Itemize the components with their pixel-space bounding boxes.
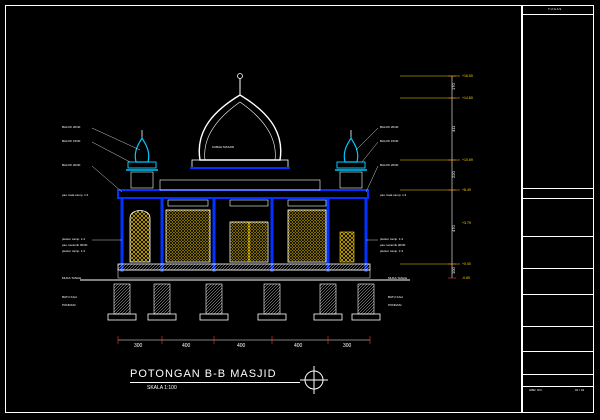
level-4: +8.49	[462, 188, 471, 192]
foundation-label-right-1: BATU KALI	[388, 295, 403, 299]
dim-1: 300	[134, 343, 143, 349]
title-block-footer-left: GBR. NO.	[529, 388, 543, 392]
vdim-4: 470	[451, 225, 456, 232]
left-arched-window	[129, 210, 151, 263]
roof-parapet	[159, 179, 321, 191]
grille-panel-left	[165, 209, 211, 263]
right-label-4: pas. bata camp. 1:4	[380, 193, 407, 197]
right-label-5: plester camp. 1:4	[380, 237, 403, 241]
left-label-7: plester camp. 1:3	[62, 249, 85, 253]
level-5: +3.79	[462, 221, 471, 225]
left-label-2: BALOK 15/30	[62, 139, 81, 143]
drawing-frame	[5, 5, 522, 413]
bottom-dimension	[117, 336, 371, 344]
title-underline	[130, 382, 300, 383]
vdim-3: 220	[451, 171, 456, 178]
left-label-5: plester camp. 1:4	[62, 237, 85, 241]
section-symbol	[300, 366, 328, 394]
level-3: +10.69	[462, 158, 473, 162]
right-label-6: pas. keramik 30/30	[380, 243, 406, 247]
grille-panel-right	[287, 209, 327, 263]
title-block-footer-right: 01 / 01	[575, 388, 585, 392]
level-7: -0.60	[462, 276, 470, 280]
right-label-7: plester camp. 1:3	[380, 249, 403, 253]
dim-4: 400	[294, 343, 303, 349]
drawing-scale: SKALA 1:100	[147, 385, 177, 391]
level-6: +0.00	[462, 262, 471, 266]
dim-3: 400	[237, 343, 246, 349]
dim-5: 300	[343, 343, 352, 349]
side-door	[339, 231, 355, 263]
right-label-3: BALOK 20/30	[380, 163, 399, 167]
dome	[190, 73, 290, 169]
left-minaret	[126, 130, 158, 189]
vdim-5: 100	[451, 267, 456, 274]
level-2: +14.80	[462, 96, 473, 100]
left-label-4: pas. bata camp. 1:4	[62, 193, 89, 197]
left-label-3: BALOK 20/30	[62, 163, 81, 167]
left-label-1: BALOK 20/40	[62, 125, 81, 129]
vdim-2: 411	[451, 125, 456, 132]
ground-label-left: MUKA TANAH	[62, 276, 81, 280]
right-label-1: BALOK 20/40	[380, 125, 399, 129]
foundation-label-right-2: PONDASI	[388, 303, 402, 307]
foundation-footings	[107, 313, 381, 321]
left-label-6: pas. keramik 30/30	[62, 243, 88, 247]
dim-2: 400	[182, 343, 191, 349]
right-label-2: BALOK 15/30	[380, 139, 399, 143]
dome-label: KUBAH MASJID	[212, 145, 235, 149]
columns	[120, 198, 368, 272]
foundation-label-left-2: PONDASI	[62, 303, 76, 307]
title-block-header: T U G A S	[548, 7, 562, 11]
level-1: +16.50	[462, 74, 473, 78]
floor-slab	[117, 263, 371, 271]
right-minaret	[335, 130, 367, 189]
foundations	[113, 283, 375, 315]
vent-row	[167, 199, 327, 207]
vdim-1: 170	[451, 83, 456, 90]
title-block: T U G A S GBR. NO. 01 / 01	[522, 5, 594, 413]
roof-beam	[117, 189, 369, 199]
foundation-label-left-1: BATU KALI	[62, 295, 77, 299]
ground-label-right: MUKA TANAH	[388, 276, 407, 280]
drawing-title: POTONGAN B-B MASJID	[130, 368, 277, 380]
